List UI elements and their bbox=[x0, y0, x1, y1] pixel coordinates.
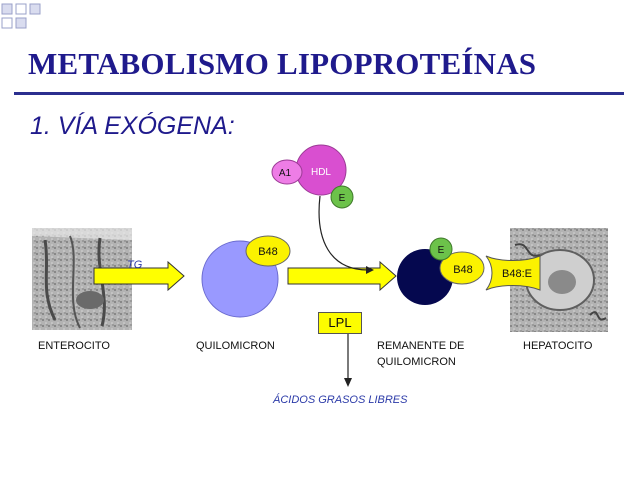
apo-transfer-curve bbox=[318, 195, 369, 271]
b48-e-receptor bbox=[485, 255, 541, 291]
remanente-particle bbox=[397, 249, 453, 305]
title-divider bbox=[14, 92, 624, 95]
tg-transport-arrow bbox=[93, 260, 185, 292]
hdl-label: HDL bbox=[311, 167, 331, 178]
a1-label: A1 bbox=[279, 168, 292, 179]
hepatocito-label: HEPATOCITO bbox=[523, 340, 593, 352]
quilomicron-label: QUILOMICRON bbox=[196, 340, 275, 352]
apo-e-remanente-label: E bbox=[438, 245, 445, 256]
apo-transfer-arrowhead bbox=[366, 266, 374, 274]
lpl-enzyme-box: LPL bbox=[318, 312, 362, 334]
slide-subtitle: 1. VÍA EXÓGENA: bbox=[30, 112, 235, 140]
enterocito-label: ENTEROCITO bbox=[38, 340, 110, 352]
apo-e-hdl-label: E bbox=[339, 193, 346, 204]
acidos-grasos-label: ÁCIDOS GRASOS LIBRES bbox=[273, 394, 408, 406]
fatty-acid-release-arrowhead bbox=[344, 378, 352, 387]
apo-e-hdl bbox=[330, 185, 354, 209]
remanente-label-line2: QUILOMICRON bbox=[377, 356, 456, 368]
tg-label: TG bbox=[127, 259, 143, 271]
b48-remanente-apoprotein bbox=[439, 251, 485, 285]
apo-e-remanente bbox=[429, 237, 453, 261]
decorative-corner-squares bbox=[1, 3, 41, 29]
b48-quilomicron-label: B48 bbox=[258, 246, 278, 258]
receptor-label: B48:E bbox=[502, 268, 532, 280]
hydrolysis-arrow bbox=[287, 260, 397, 292]
b48-quilomicron-apoprotein bbox=[245, 235, 291, 267]
a1-apoprotein bbox=[271, 159, 303, 185]
b48-remanente-label: B48 bbox=[453, 264, 473, 276]
slide-title: METABOLISMO LIPOPROTEÍNAS bbox=[28, 46, 537, 81]
remanente-label-line1: REMANENTE DE bbox=[377, 340, 465, 352]
